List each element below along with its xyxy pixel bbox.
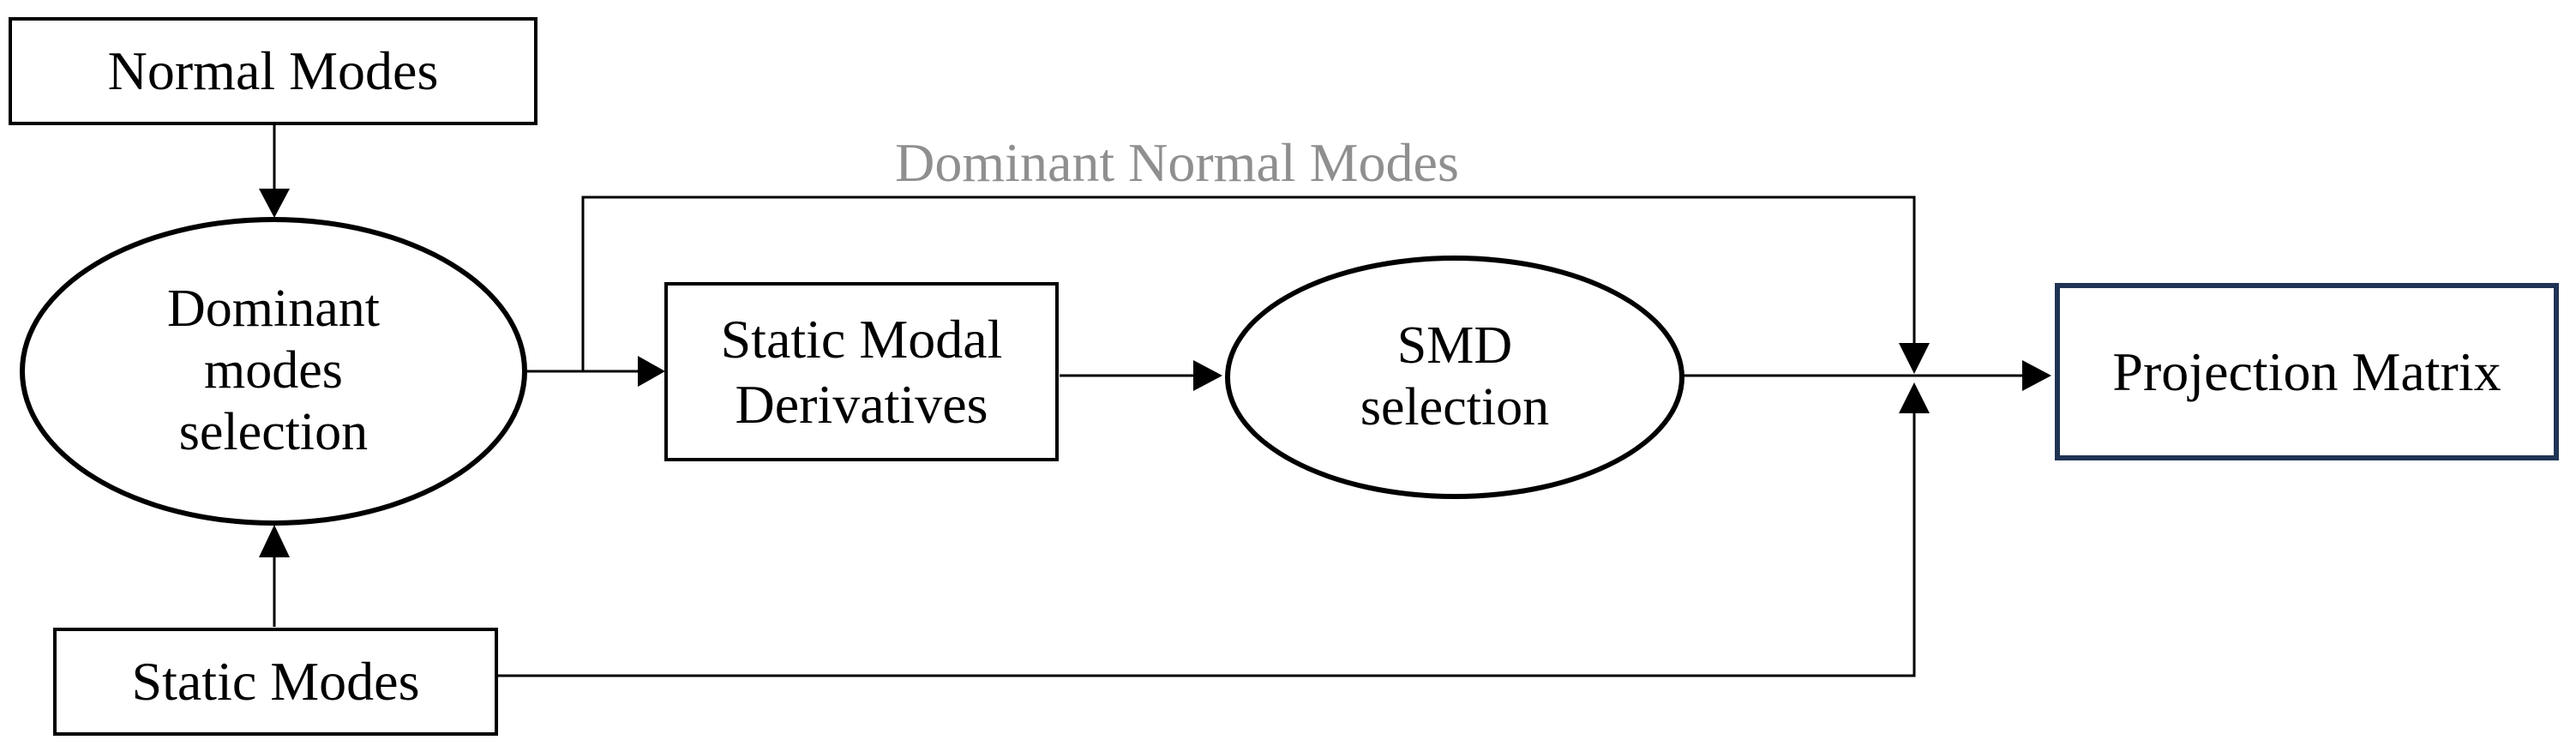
static-modal-derivatives-label: Static Modal Derivatives [720,308,1003,435]
smd-selection-label: SMD selection [1360,316,1550,436]
arrowhead-up-icon [1899,382,1930,413]
arrowhead-right-icon [638,356,665,387]
dominant-normal-modes-annotation: Dominant Normal Modes [895,132,1459,193]
arrowhead-right-icon [2022,360,2051,391]
normal-modes-label: Normal Modes [107,40,439,102]
dominant-modes-selection-node: Dominant modes selection [20,217,527,526]
edge-dominant-selection-to-static-modal-derivatives [525,356,665,387]
arrowhead-down-icon [259,189,290,218]
arrowhead-down-icon [1899,343,1930,374]
static-modal-derivatives-node: Static Modal Derivatives [664,282,1059,461]
smd-selection-node: SMD selection [1225,256,1684,499]
static-modes-label: Static Modes [131,651,420,713]
edge-static-modal-derivatives-to-smd-selection [1060,360,1222,391]
edge-static-modes-to-dominant-selection [259,525,290,627]
edge-normal-modes-to-dominant-selection [259,125,290,218]
arrowhead-up-icon [259,525,290,557]
normal-modes-node: Normal Modes [9,17,537,125]
projection-matrix-node: Projection Matrix [2055,283,2559,460]
edge-smd-selection-to-projection-matrix [1682,360,2051,391]
projection-matrix-label: Projection Matrix [2112,340,2501,402]
static-modes-node: Static Modes [53,628,498,736]
arrowhead-right-icon [1193,360,1222,391]
dominant-modes-selection-label: Dominant modes selection [167,280,380,461]
